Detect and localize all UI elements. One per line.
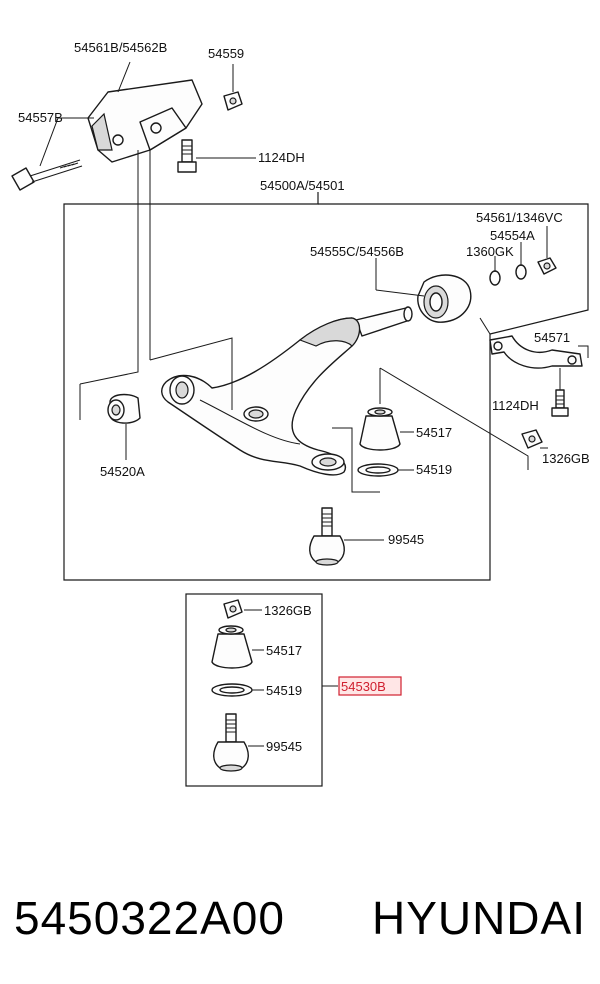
label-nut-top: 54559 (208, 46, 244, 61)
long-bolt (11, 117, 94, 191)
label-bushing-large: 54555C/54556B (310, 244, 404, 259)
label-kit-boot: 54517 (266, 643, 302, 658)
clamp (489, 335, 589, 369)
stabilizer-hardware (489, 226, 557, 286)
control-arm (161, 317, 361, 476)
label-nut-clamp: 1326GB (542, 451, 590, 466)
label-washer2: 1360GK (466, 244, 514, 259)
kit-code-highlight (338, 676, 402, 696)
clamp-nut (521, 429, 548, 449)
label-washer: 54554A (490, 228, 535, 243)
small-bushing (107, 393, 141, 460)
kit-nut (223, 599, 262, 619)
kit-ring (211, 683, 264, 697)
kit-boot (211, 625, 264, 669)
label-bushing-small: 54520A (100, 464, 145, 479)
parts-diagram: 54561B/54562B 54559 54557B 1124DH 54500A… (11, 40, 590, 787)
label-balljoint-main: 99545 (388, 532, 424, 547)
brand-name: HYUNDAI (371, 892, 586, 944)
bracket-assembly (87, 61, 203, 163)
ring-main (357, 463, 414, 477)
short-bolt (177, 139, 256, 173)
boot-main (359, 407, 414, 451)
label-boot-main: 54517 (416, 425, 452, 440)
label-clamp: 54571 (534, 330, 570, 345)
balljoint-main (309, 507, 384, 566)
footer: 5450322A00 HYUNDAI (14, 878, 586, 958)
top-nut (223, 64, 243, 111)
label-arm-assy: 54500A/54501 (260, 178, 345, 193)
label-bolt-clamp: 1124DH (492, 398, 539, 413)
large-bushing (355, 258, 472, 337)
label-kit-ring: 54519 (266, 683, 302, 698)
label-bolt-long: 54557B (18, 110, 63, 125)
label-ring-main: 54519 (416, 462, 452, 477)
label-kit-balljoint: 99545 (266, 739, 302, 754)
clamp-bolt (551, 368, 569, 417)
label-kit-code[interactable]: 54530B (341, 679, 386, 694)
label-kit-nut: 1326GB (264, 603, 312, 618)
label-bolt-short: 1124DH (258, 150, 305, 165)
part-number: 5450322A00 (14, 892, 285, 944)
kit-balljoint (213, 713, 264, 772)
label-stab-hw: 54561/1346VC (476, 210, 563, 225)
label-bracket: 54561B/54562B (74, 40, 167, 55)
